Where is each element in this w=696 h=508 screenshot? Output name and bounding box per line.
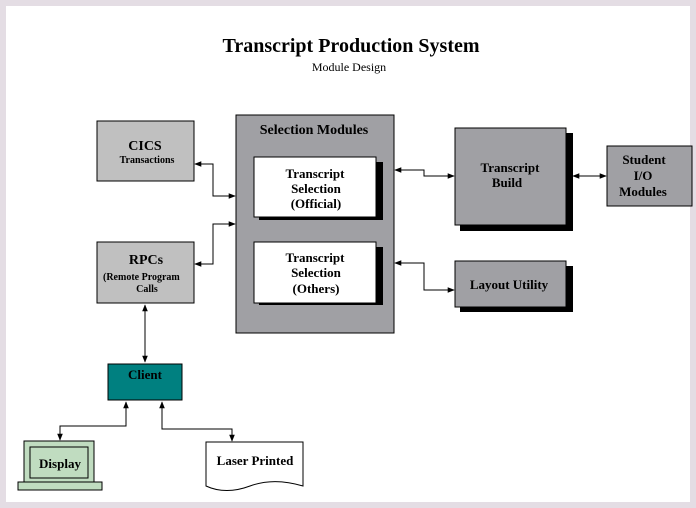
connector-client-display (57, 401, 129, 441)
official-line3: (Official) (291, 196, 342, 211)
official-line1: Transcript (286, 166, 346, 181)
layout-utility-box: Layout Utility (454, 260, 573, 312)
display-monitor: Display (17, 440, 103, 491)
cics-box: CICS Transactions (96, 120, 195, 182)
connector-cics-selection (194, 161, 236, 199)
student-line2: I/O (634, 168, 653, 183)
others-line2: Selection (291, 265, 342, 280)
rpcs-title: RPCs (129, 253, 164, 268)
rpcs-subtitle-line2: Calls (136, 284, 158, 295)
cics-subtitle: Transactions (120, 155, 175, 166)
laser-printed-document: Laser Printed (205, 441, 304, 491)
others-line1: Transcript (286, 250, 346, 265)
student-line3: Modules (619, 184, 667, 199)
build-line1: Transcript (481, 160, 541, 175)
display-label: Display (39, 456, 81, 471)
laser-printed-label: Laser Printed (217, 453, 294, 468)
diagram-subtitle: Module Design (312, 60, 386, 74)
transcript-selection-others-box: Transcript Selection (Others) (253, 241, 383, 305)
others-line3: (Others) (293, 281, 340, 296)
selection-modules-title: Selection Modules (260, 123, 369, 138)
client-box: Client (107, 363, 183, 401)
connector-selection-layout (394, 260, 455, 293)
connectors (57, 161, 607, 442)
transcript-build-box: Transcript Build (454, 127, 573, 231)
connector-client-laser (159, 401, 235, 442)
rpcs-box: RPCs (Remote Program Calls (96, 241, 195, 304)
cics-title: CICS (128, 139, 162, 154)
connector-rpcs-selection (194, 221, 236, 267)
rpcs-subtitle-line1: (Remote Program (103, 272, 180, 283)
student-line1: Student (622, 152, 666, 167)
official-line2: Selection (291, 181, 342, 196)
diagram-title: Transcript Production System (222, 35, 479, 57)
student-io-modules-box: Student I/O Modules (606, 145, 693, 207)
connector-selection-build (394, 167, 455, 179)
client-label: Client (128, 367, 163, 382)
transcript-selection-official-box: Transcript Selection (Official) (253, 156, 383, 220)
layout-utility-label: Layout Utility (470, 277, 549, 292)
build-line2: Build (492, 175, 523, 190)
